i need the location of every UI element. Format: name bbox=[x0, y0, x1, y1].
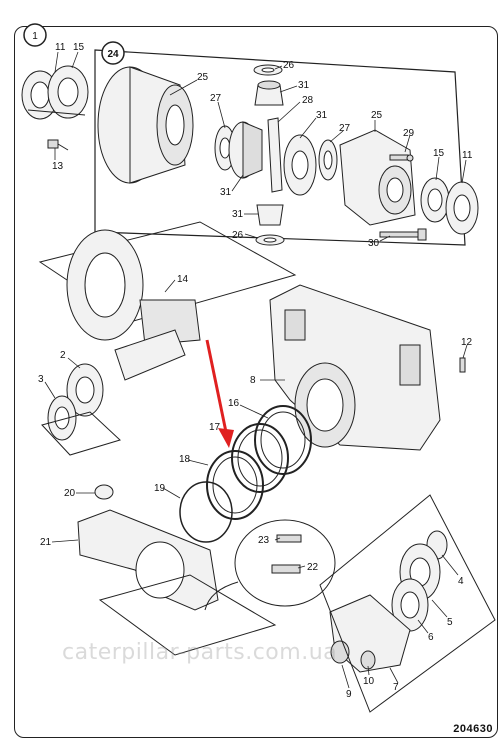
leader-lines bbox=[44, 51, 468, 689]
callout-20: 20 bbox=[64, 488, 76, 499]
callout-2: 2 bbox=[60, 350, 66, 361]
figure-number: 204630 bbox=[453, 723, 493, 735]
pinion-box bbox=[41, 411, 121, 456]
callout-8: 8 bbox=[250, 375, 256, 386]
callout-9: 9 bbox=[346, 689, 352, 700]
callout-labels: 11 15 13 25 26 31 28 27 31 27 25 29 15 1… bbox=[38, 42, 473, 700]
pin-12 bbox=[459, 357, 466, 373]
group-box-label: 24 bbox=[107, 49, 119, 60]
callout-21: 21 bbox=[40, 537, 52, 548]
figure-circle-number: 1 bbox=[32, 31, 38, 42]
watermark: caterpillar-parts.com.ua bbox=[62, 640, 338, 665]
bolt-30 bbox=[379, 228, 427, 241]
left-bearing-assembly bbox=[21, 65, 89, 120]
callout-31-mid: 31 bbox=[316, 110, 328, 121]
bolt-13 bbox=[47, 139, 69, 151]
hub-bearing-group bbox=[329, 530, 448, 673]
figure-number-circle: 1 bbox=[23, 23, 47, 47]
axle-housing-8 bbox=[269, 284, 441, 451]
callout-28: 28 bbox=[302, 95, 314, 106]
callout-27-right: 27 bbox=[339, 123, 351, 134]
callout-18: 18 bbox=[179, 454, 191, 465]
differential-housing-25-right bbox=[339, 129, 416, 226]
callout-26-top: 26 bbox=[283, 60, 295, 71]
callout-10: 10 bbox=[363, 676, 375, 687]
bolt-inset-circle bbox=[204, 519, 336, 611]
callout-12: 12 bbox=[461, 337, 473, 348]
callout-3: 3 bbox=[38, 374, 44, 385]
bracket-21 bbox=[77, 509, 219, 611]
callout-22: 22 bbox=[307, 562, 319, 573]
pinion-gear-bottom bbox=[255, 204, 285, 246]
hub-box bbox=[319, 494, 496, 713]
callout-31-top: 31 bbox=[298, 80, 310, 91]
callout-26-bottom: 26 bbox=[232, 230, 244, 241]
callout-6: 6 bbox=[428, 632, 434, 643]
bracket-box bbox=[98, 574, 277, 656]
o-ring-19 bbox=[179, 481, 233, 543]
callout-13: 13 bbox=[52, 161, 64, 172]
callout-11-right: 11 bbox=[462, 150, 473, 161]
shim-3 bbox=[47, 395, 77, 441]
callout-14: 14 bbox=[177, 274, 189, 285]
callout-23: 23 bbox=[258, 535, 270, 546]
right-bearing-assembly bbox=[420, 177, 479, 235]
plug-20 bbox=[94, 484, 114, 500]
thrust-washer-27-right bbox=[318, 139, 338, 181]
callout-29: 29 bbox=[403, 128, 415, 139]
differential-group-box: 24 bbox=[94, 41, 466, 246]
crown-wheel-14 bbox=[66, 229, 201, 346]
side-gear-31-left bbox=[228, 121, 263, 179]
callout-31-left: 31 bbox=[220, 187, 232, 198]
callout-25-right: 25 bbox=[371, 110, 383, 121]
cross-shaft-28 bbox=[267, 117, 283, 193]
callout-19: 19 bbox=[154, 483, 166, 494]
bolt-29 bbox=[389, 154, 414, 162]
callout-25-left: 25 bbox=[197, 72, 209, 83]
pinion-shaft-2 bbox=[66, 329, 186, 417]
callout-4: 4 bbox=[458, 576, 464, 587]
seal-ring-17 bbox=[231, 423, 289, 493]
differential-housing-25 bbox=[97, 66, 194, 184]
callout-11-top: 11 bbox=[55, 42, 66, 53]
seal-ring-16 bbox=[254, 405, 312, 475]
callout-27-left: 27 bbox=[210, 93, 222, 104]
side-gear-31-right bbox=[283, 134, 317, 196]
callout-5: 5 bbox=[447, 617, 453, 628]
callout-7: 7 bbox=[393, 682, 399, 693]
callout-17: 17 bbox=[209, 422, 221, 433]
callout-15-top: 15 bbox=[73, 42, 85, 53]
highlight-arrow bbox=[205, 339, 234, 448]
seal-ring-18 bbox=[206, 450, 264, 520]
callout-31-bottom: 31 bbox=[232, 209, 244, 220]
callout-16: 16 bbox=[228, 398, 240, 409]
diagram-frame bbox=[14, 26, 498, 738]
callout-15-right: 15 bbox=[433, 148, 445, 159]
callout-30: 30 bbox=[368, 238, 380, 249]
pinion-gear-top bbox=[253, 64, 284, 106]
